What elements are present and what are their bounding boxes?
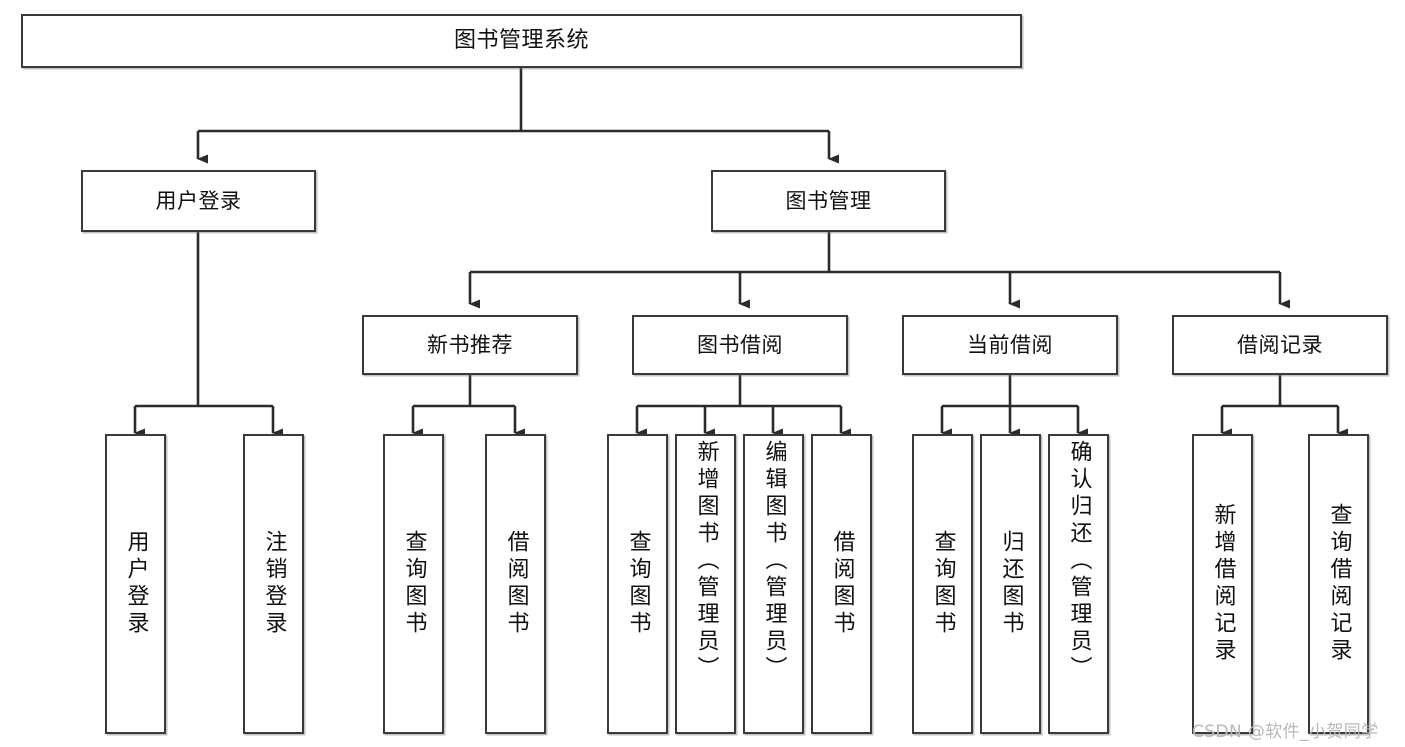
node-book-borrow[interactable]: 图书借阅: [632, 315, 848, 375]
node-label: 查询借阅记录: [1326, 503, 1352, 665]
leaf-query-borrow-record[interactable]: 查询借阅记录: [1308, 434, 1369, 734]
node-label: 借阅记录: [1237, 332, 1323, 357]
leaf-borrow-book-recommend[interactable]: 借阅图书: [485, 434, 546, 734]
node-label: 查询图书: [401, 530, 427, 638]
node-label: 当前借阅: [967, 332, 1053, 357]
node-label: 查询图书: [930, 530, 956, 638]
node-label: 注销登录: [261, 530, 287, 638]
node-label: 编辑图书（管理员）: [761, 440, 787, 683]
node-label: 借阅图书: [829, 530, 855, 638]
node-label: 新增借阅记录: [1210, 503, 1236, 665]
leaf-user-login[interactable]: 用户登录: [105, 434, 166, 734]
leaf-query-book-recommend[interactable]: 查询图书: [383, 434, 444, 734]
node-new-book-recommend[interactable]: 新书推荐: [362, 315, 578, 375]
leaf-user-logout[interactable]: 注销登录: [243, 434, 304, 734]
leaf-return-book[interactable]: 归还图书: [980, 434, 1041, 734]
leaf-edit-book-admin[interactable]: 编辑图书（管理员）: [743, 434, 804, 734]
leaf-confirm-return-admin[interactable]: 确认归还（管理员）: [1048, 434, 1109, 734]
node-label: 归还图书: [998, 530, 1024, 638]
node-root-book-management-system[interactable]: 图书管理系统: [21, 14, 1022, 68]
node-label: 用户登录: [123, 530, 149, 638]
node-book-manage[interactable]: 图书管理: [711, 170, 946, 232]
node-label: 确认归还（管理员）: [1066, 440, 1092, 683]
node-label: 用户登录: [155, 188, 242, 213]
node-label: 图书管理系统: [453, 28, 589, 54]
leaf-add-book-admin[interactable]: 新增图书（管理员）: [675, 434, 736, 734]
node-borrow-record[interactable]: 借阅记录: [1172, 315, 1388, 375]
node-user-login[interactable]: 用户登录: [81, 170, 316, 232]
node-label: 图书管理: [785, 188, 872, 213]
leaf-borrow-book[interactable]: 借阅图书: [811, 434, 872, 734]
node-label: 新书推荐: [427, 332, 513, 357]
leaf-add-borrow-record[interactable]: 新增借阅记录: [1192, 434, 1253, 734]
node-label: 新增图书（管理员）: [693, 440, 719, 683]
node-label: 查询图书: [625, 530, 651, 638]
node-label: 图书借阅: [697, 332, 783, 357]
leaf-query-book-current[interactable]: 查询图书: [912, 434, 973, 734]
node-label: 借阅图书: [503, 530, 529, 638]
leaf-query-book-borrow[interactable]: 查询图书: [607, 434, 668, 734]
watermark-text: CSDN @软件_小贺同学: [1192, 722, 1379, 742]
node-current-borrow[interactable]: 当前借阅: [902, 315, 1118, 375]
